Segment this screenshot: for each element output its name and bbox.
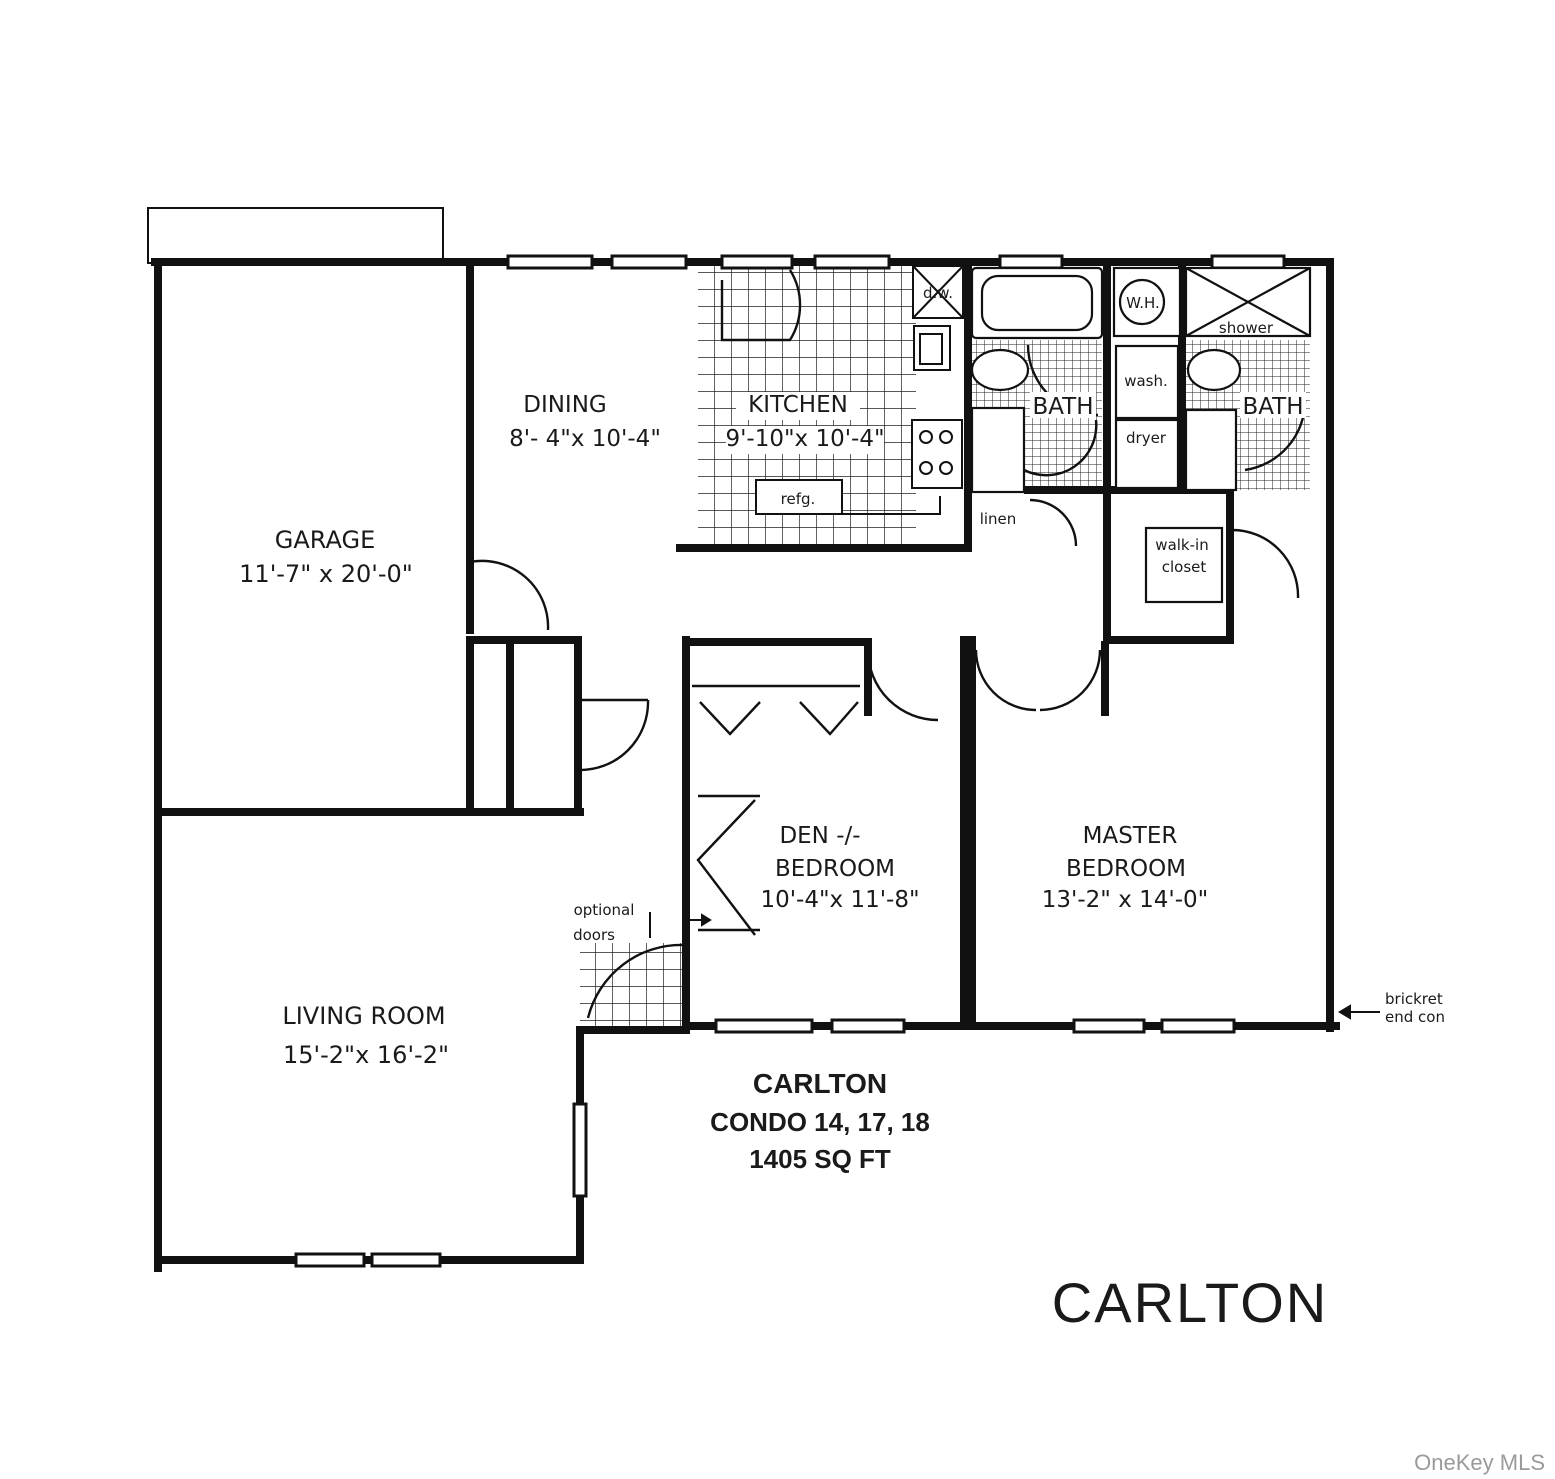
- optional-doors-label-line2: doors: [573, 926, 615, 944]
- garage-dimensions: 11'-7" x 20'-0": [239, 560, 413, 588]
- den-dimensions: 10'-4"x 11'-8": [760, 887, 919, 913]
- master-label-line1: MASTER: [1083, 823, 1178, 849]
- optional-doors-arrow: [649, 912, 712, 938]
- living-room-label: LIVING ROOM: [282, 1002, 445, 1030]
- water-heater-label: W.H.: [1126, 294, 1160, 312]
- dishwasher-label: d.w.: [923, 284, 953, 302]
- refrigerator-label: refg.: [781, 490, 816, 508]
- bath-label-1: BATH: [1032, 394, 1093, 420]
- walls: [151, 258, 1340, 1272]
- master-label-line2: BEDROOM: [1066, 856, 1186, 882]
- den-label-line1: DEN -/-: [779, 823, 860, 849]
- brick-return-arrow: [1338, 1004, 1380, 1020]
- washer-label: wash.: [1124, 372, 1168, 390]
- bath-fixtures: [970, 266, 1312, 604]
- windows: [294, 254, 1286, 1268]
- watermark: OneKey MLS: [1414, 1450, 1545, 1475]
- shower-label: shower: [1219, 319, 1274, 337]
- master-dimensions: 13'-2" x 14'-0": [1042, 887, 1208, 913]
- dining-dimensions: 8'- 4"x 10'-4": [509, 426, 661, 452]
- brick-return-label-line2: end con: [1385, 1008, 1445, 1026]
- walk-in-closet-label-line1: walk-in: [1155, 536, 1208, 554]
- bath-label-2: BATH: [1242, 394, 1303, 420]
- big-title: CARLTON: [1052, 1271, 1328, 1334]
- dryer-label: dryer: [1126, 429, 1167, 447]
- garage-label: GARAGE: [275, 526, 375, 554]
- kitchen-dimensions: 9'-10"x 10'-4": [725, 426, 884, 452]
- optional-doors-label-line1: optional: [574, 901, 635, 919]
- linen-label: linen: [980, 510, 1017, 528]
- model-name: CARLTON: [753, 1068, 887, 1099]
- dining-label: DINING: [523, 392, 607, 418]
- entry-tile: [580, 943, 684, 1028]
- condo-numbers: CONDO 14, 17, 18: [710, 1107, 930, 1137]
- kitchen-label: KITCHEN: [748, 392, 848, 418]
- walk-in-closet-label-line2: closet: [1162, 558, 1207, 576]
- living-room-dimensions: 15'-2"x 16'-2": [283, 1041, 449, 1069]
- square-footage: 1405 SQ FT: [749, 1144, 891, 1174]
- brick-return-label-line1: brickret: [1385, 990, 1443, 1008]
- kitchen-fixtures: [755, 265, 964, 515]
- garage-overhang: [147, 207, 444, 264]
- den-label-line2: BEDROOM: [775, 856, 895, 882]
